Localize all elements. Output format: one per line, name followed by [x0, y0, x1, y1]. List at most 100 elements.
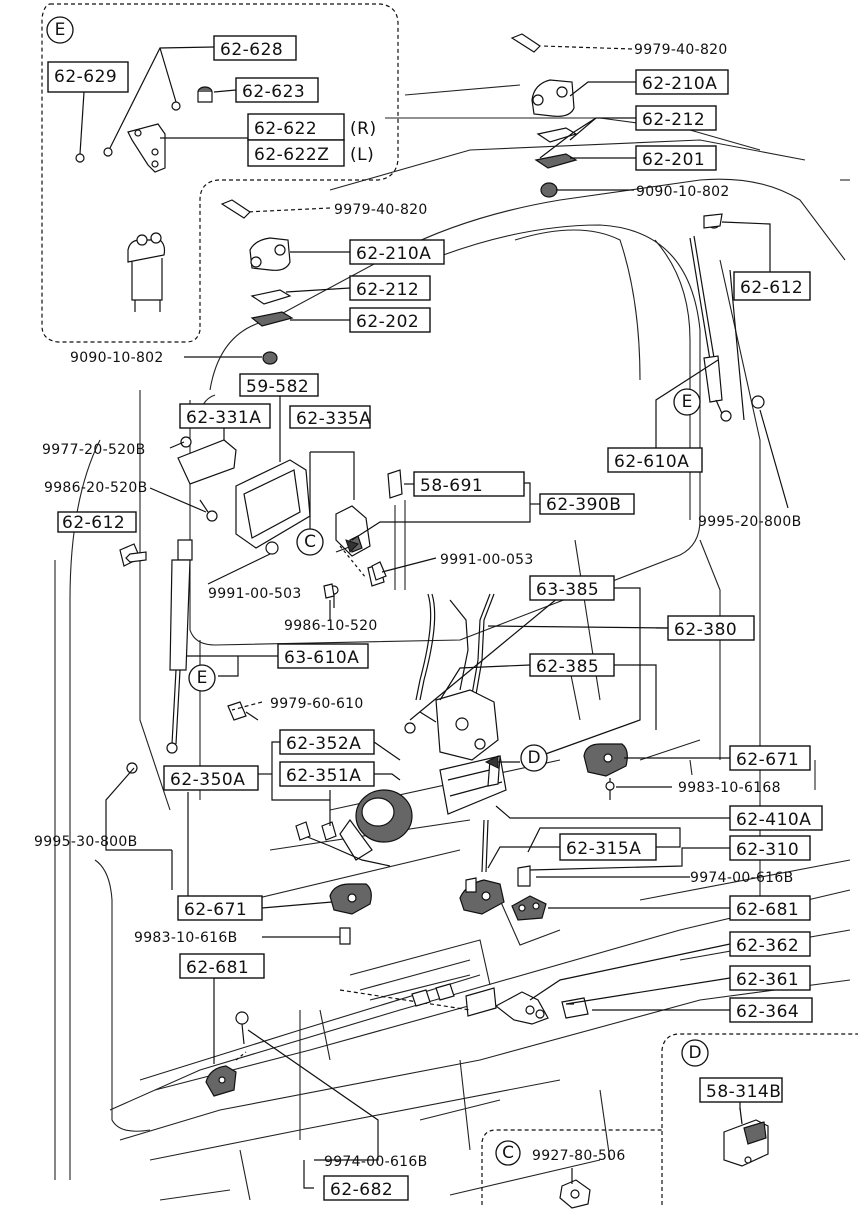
part-box: 62-385 — [529, 653, 615, 677]
clip-ring — [103, 147, 113, 157]
part-number: 62-671 — [184, 900, 247, 920]
right-gas-strut — [689, 215, 765, 422]
part-number: 62-628 — [220, 40, 283, 60]
part-number: 9995-20-800B — [698, 514, 801, 530]
callout-e-right: E — [673, 388, 701, 416]
part-box: 62-331A — [179, 403, 271, 429]
side-right-label: (R) — [350, 119, 377, 139]
part-number: 62-331A — [186, 408, 261, 428]
part-box: 62-380 — [667, 615, 755, 641]
inset-d-frame — [661, 1033, 858, 1205]
part-box: 62-362 — [729, 931, 811, 957]
part-number: 9991-00-053 — [440, 552, 534, 568]
part-box: 62-310 — [729, 835, 811, 861]
switch-bracket — [329, 469, 403, 608]
part-box: 62-352A — [279, 729, 375, 755]
part-number: 62-212 — [356, 280, 419, 300]
part-number: 62-682 — [330, 1180, 393, 1200]
callout-c-main-label: C — [304, 532, 316, 552]
part-number: 62-612 — [740, 278, 803, 298]
bolts — [125, 213, 723, 1005]
part-number: 62-610A — [614, 452, 689, 472]
callout-e-right-label: E — [682, 392, 693, 412]
part-number: 9986-20-520B — [44, 480, 147, 496]
right-hinge-assembly — [510, 33, 578, 198]
part-box: 62-622Z — [247, 139, 345, 167]
part-number: 62-351A — [286, 766, 361, 786]
part-box: 62-315A — [559, 833, 657, 861]
part-box: 62-351A — [279, 761, 375, 787]
latch-actuator — [295, 789, 413, 867]
lock-assembly — [404, 689, 507, 815]
part-box: 58-691 — [413, 471, 525, 497]
inset-c-part — [559, 1179, 591, 1209]
part-box: 62-681 — [179, 953, 265, 979]
part-number: 62-385 — [536, 657, 599, 677]
inset-c-frame — [481, 1129, 662, 1205]
part-number: 62-671 — [736, 750, 799, 770]
clip-ring-small — [75, 153, 85, 163]
inset-strut-end — [127, 232, 166, 312]
callout-e-left: E — [188, 664, 216, 692]
part-number: 62-681 — [736, 900, 799, 920]
components — [75, 33, 769, 1209]
part-number: 62-210A — [356, 244, 431, 264]
part-number: 58-314B — [706, 1082, 781, 1102]
part-number: 62-315A — [566, 839, 641, 859]
striker-pad-right — [583, 743, 628, 800]
part-number: 9979-40-820 — [634, 42, 728, 58]
part-number: 62-350A — [170, 770, 245, 790]
callout-e-left-label: E — [197, 668, 208, 688]
part-number: 62-622 — [254, 119, 317, 139]
callout-d-inset-label: D — [688, 1043, 701, 1063]
part-box: 62-390B — [539, 493, 635, 515]
left-hinge-assembly — [220, 199, 294, 365]
part-number: 62-362 — [736, 936, 799, 956]
part-number: 62-210A — [642, 74, 717, 94]
inset-d-part — [723, 1107, 769, 1167]
clip-pin — [171, 101, 181, 111]
side-left-label: (L) — [350, 145, 374, 165]
left-gas-strut — [119, 539, 193, 774]
inset-e-frame — [41, 3, 399, 343]
part-box: 62-671 — [177, 895, 263, 921]
part-box: 59-582 — [239, 373, 319, 397]
part-box: 62-622 — [247, 113, 345, 141]
part-number: 9090-10-802 — [636, 184, 730, 200]
part-box: 62-612 — [733, 271, 811, 301]
part-box: 62-210A — [349, 239, 445, 265]
latch-rods — [415, 593, 495, 707]
callout-d-main-label: D — [527, 748, 540, 768]
striker-pad-left — [329, 883, 372, 945]
part-number: 62-612 — [62, 513, 125, 533]
part-number: 9979-60-610 — [270, 696, 364, 712]
part-box: 62-350A — [163, 765, 259, 791]
part-box: 62-212 — [635, 105, 717, 131]
part-number: 62-352A — [286, 734, 361, 754]
part-number: 9927-80-506 — [532, 1148, 626, 1164]
part-number: 9991-00-503 — [208, 586, 302, 602]
part-box: 62-335A — [289, 405, 371, 429]
part-number: 9983-10-616B — [134, 930, 237, 946]
boxed-part-labels: 62-628 62-629 62-623 62-622 (R) 62-622Z … — [47, 35, 823, 1201]
part-number: 58-691 — [420, 476, 483, 496]
part-number: 62-623 — [242, 82, 305, 102]
part-number: 62-380 — [674, 620, 737, 640]
part-number: 62-201 — [642, 150, 705, 170]
lower-latch-assembly — [205, 1011, 249, 1097]
part-number: 9995-30-800B — [34, 834, 137, 850]
part-number: 63-385 — [536, 580, 599, 600]
trim-bracket — [177, 436, 237, 522]
part-number: 59-582 — [246, 377, 309, 397]
part-box: 62-202 — [349, 307, 431, 333]
part-number: 9986-10-520 — [284, 618, 378, 634]
part-box: 62-410A — [729, 805, 823, 831]
part-number: 62-622Z — [254, 145, 329, 165]
part-number: 62-390B — [546, 495, 621, 515]
part-number: 62-202 — [356, 312, 419, 332]
part-box: 62-612 — [57, 511, 137, 533]
hinge-bracket-part — [127, 123, 166, 173]
part-number: 62-364 — [736, 1002, 799, 1022]
part-box: 62-201 — [635, 145, 717, 171]
